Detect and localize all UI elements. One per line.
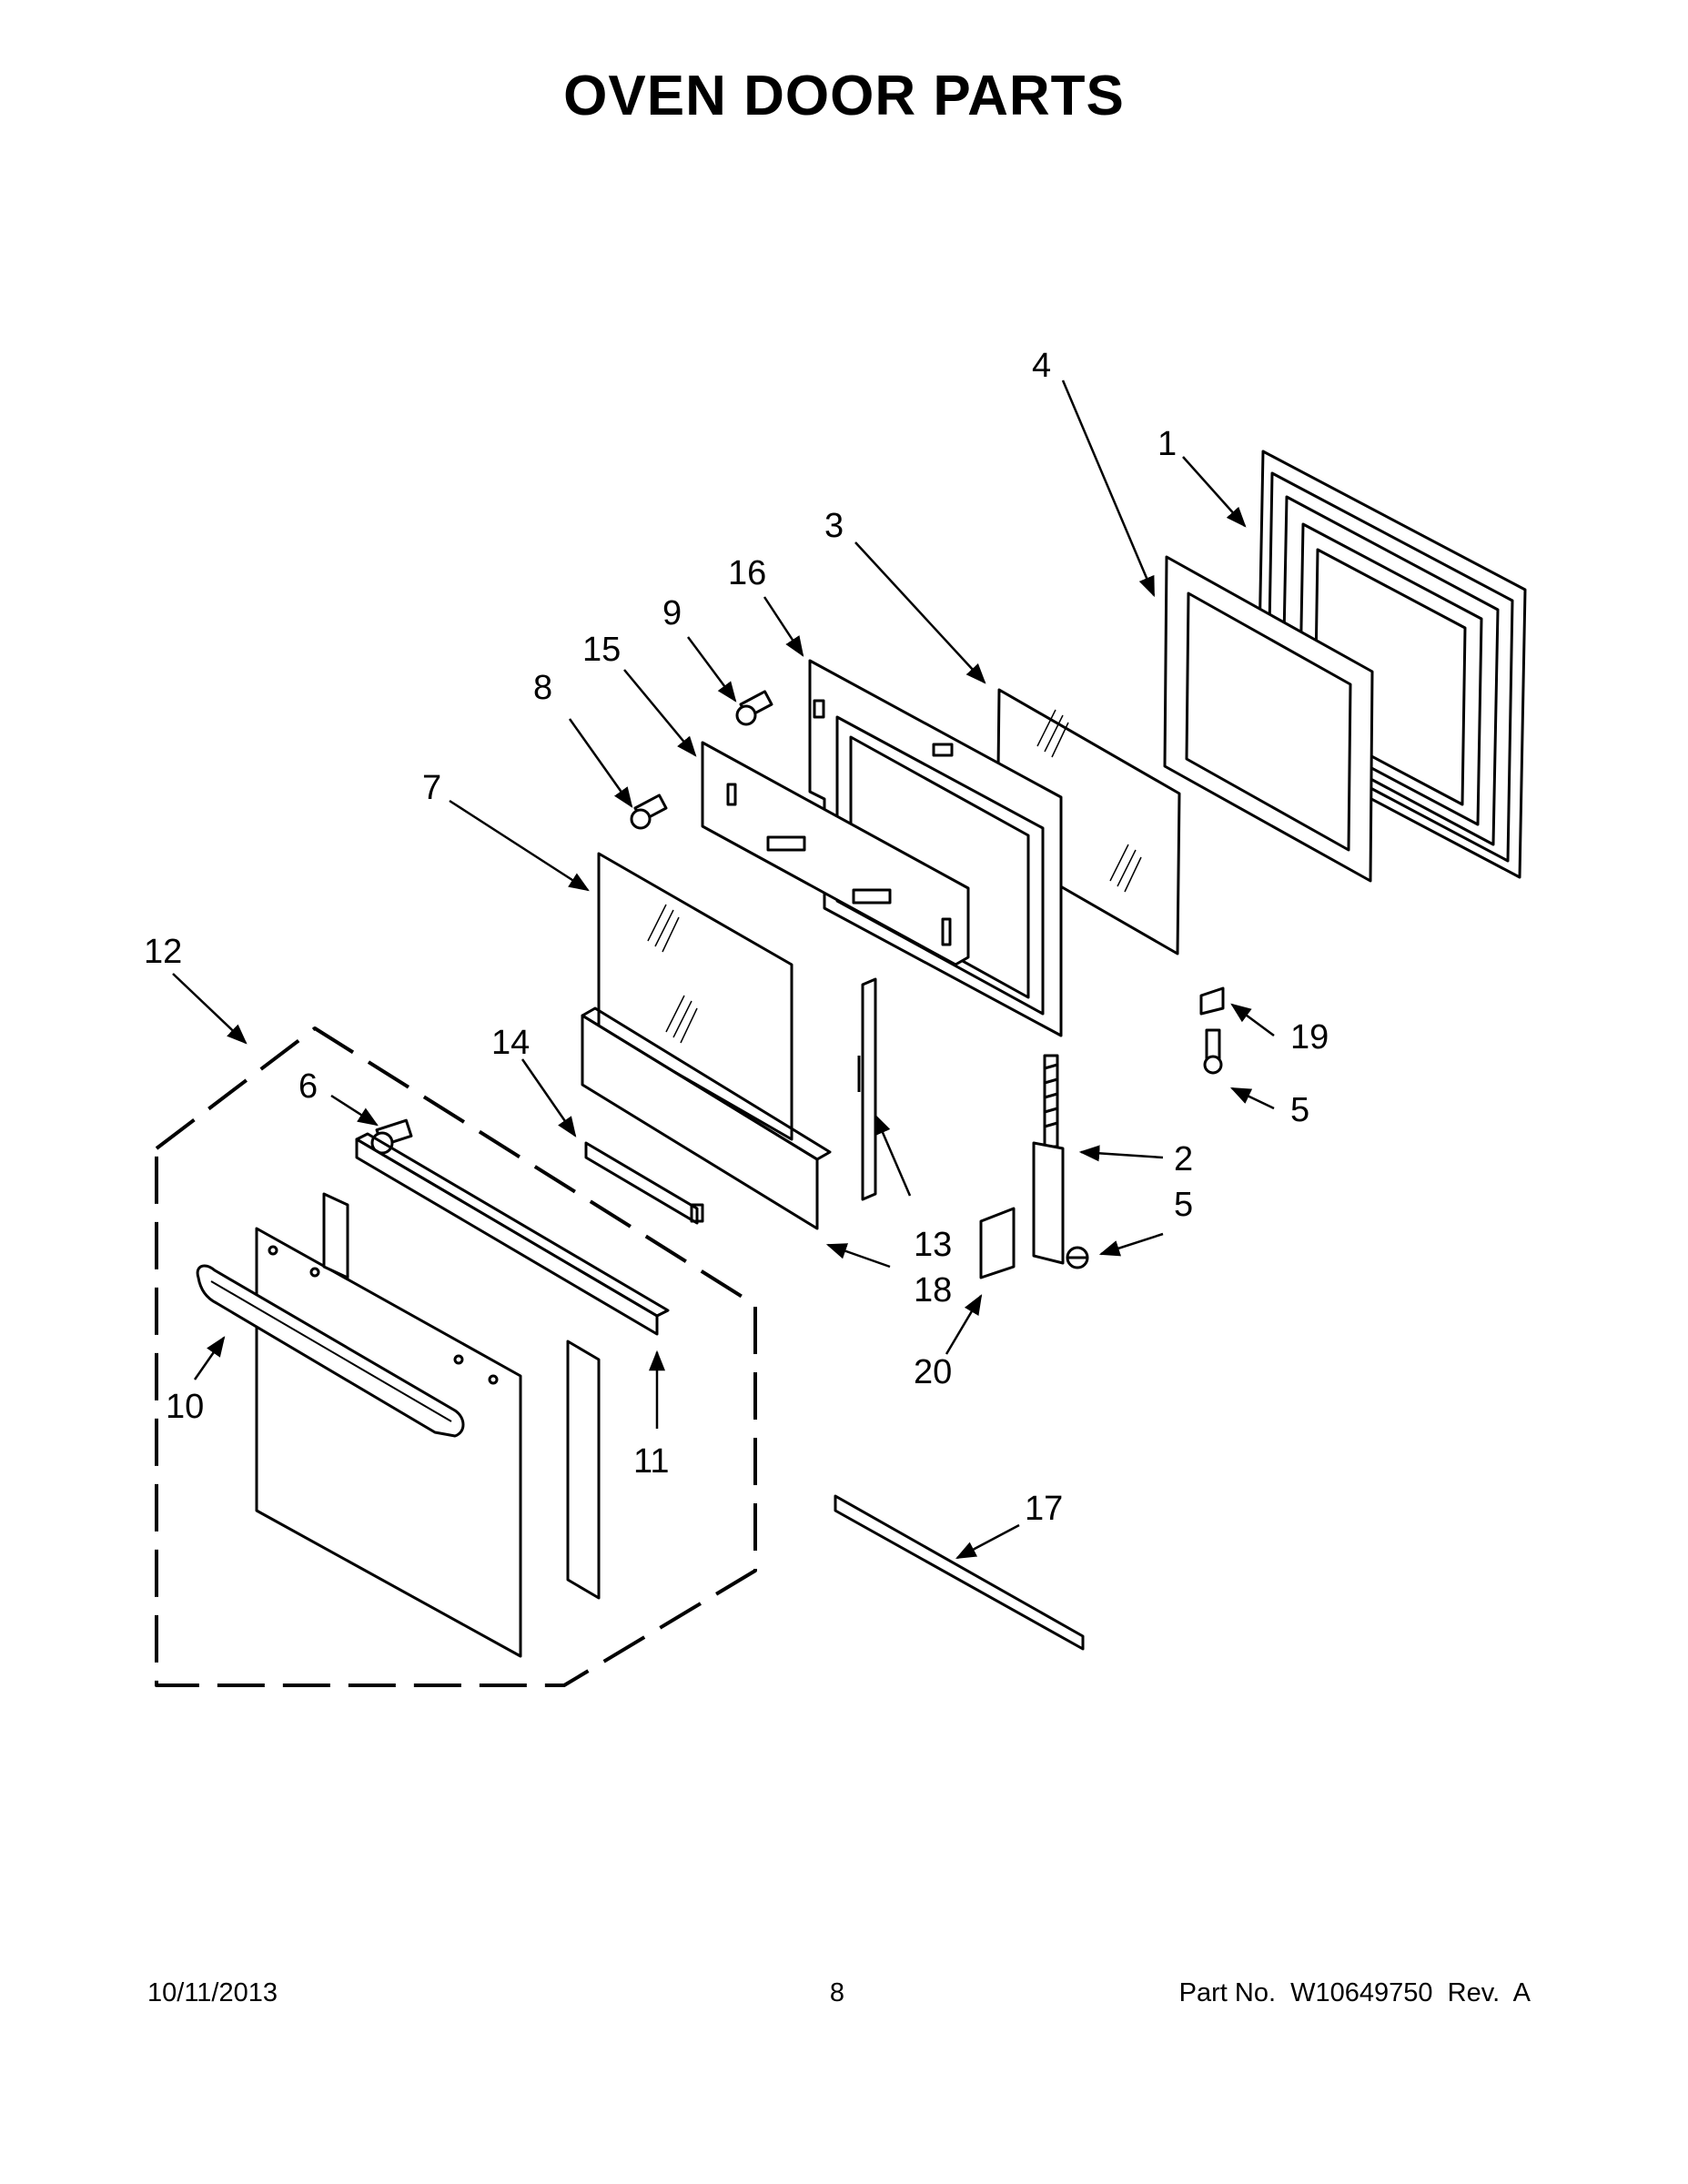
leader-16 bbox=[763, 596, 804, 657]
part-8-screw bbox=[630, 794, 668, 830]
part-10-handle bbox=[196, 1264, 465, 1438]
leader-14 bbox=[521, 1058, 577, 1138]
leader-12 bbox=[172, 973, 248, 1045]
side-trim-right bbox=[566, 1340, 601, 1600]
callout-3: 3 bbox=[824, 507, 844, 545]
side-trim-left bbox=[322, 1192, 349, 1279]
leader-6 bbox=[330, 1094, 379, 1127]
callout-13: 13 bbox=[914, 1226, 952, 1264]
leader-18 bbox=[825, 1243, 891, 1269]
part-14-deflector bbox=[584, 1141, 704, 1225]
leader-15 bbox=[623, 669, 697, 757]
callout-11: 11 bbox=[633, 1442, 669, 1481]
callout-20: 20 bbox=[914, 1353, 952, 1391]
part-4-inner-frame bbox=[1163, 555, 1374, 883]
footer-date: 10/11/2013 bbox=[147, 1978, 278, 2007]
page-title: OVEN DOOR PARTS bbox=[563, 65, 1125, 127]
part-13-vertical-bracket bbox=[857, 977, 877, 1201]
leader-1 bbox=[1182, 456, 1247, 528]
leader-19 bbox=[1230, 1003, 1275, 1037]
callout-9: 9 bbox=[662, 594, 682, 632]
leader-17 bbox=[955, 1523, 1020, 1560]
part-19-clip bbox=[1199, 986, 1225, 1016]
callout-18: 18 bbox=[914, 1271, 952, 1309]
part-2-hinge bbox=[1032, 1054, 1065, 1265]
callout-19: 19 bbox=[1290, 1018, 1329, 1057]
part-5-screw-upper bbox=[1203, 1028, 1223, 1075]
part-5-screw-lower bbox=[1066, 1246, 1089, 1269]
callout-8: 8 bbox=[533, 669, 552, 707]
leader-13 bbox=[874, 1113, 912, 1197]
leader-8 bbox=[568, 718, 633, 808]
door-outer-panel bbox=[255, 1227, 522, 1658]
callout-6: 6 bbox=[298, 1067, 318, 1106]
part-7-glass bbox=[597, 852, 793, 1141]
leader-7 bbox=[449, 799, 590, 892]
part-15-bracket bbox=[701, 741, 970, 966]
callout-4: 4 bbox=[1032, 347, 1051, 385]
leader-5b bbox=[1098, 1232, 1164, 1257]
footer-page-number: 8 bbox=[829, 1978, 845, 2007]
part-11-trim-strip bbox=[355, 1132, 670, 1336]
leader-20 bbox=[945, 1294, 983, 1355]
callout-17: 17 bbox=[1025, 1490, 1063, 1528]
callout-7: 7 bbox=[422, 769, 441, 807]
leader-9 bbox=[686, 636, 737, 703]
callout-16: 16 bbox=[728, 554, 766, 592]
part-18-vent-channel bbox=[581, 1006, 832, 1230]
callout-14: 14 bbox=[491, 1024, 530, 1062]
callout-15: 15 bbox=[582, 631, 621, 669]
part-9-screw bbox=[735, 690, 773, 726]
callout-5a: 5 bbox=[1290, 1091, 1309, 1129]
leader-3 bbox=[854, 541, 986, 684]
part-17-gasket-strip bbox=[834, 1494, 1085, 1651]
callout-10: 10 bbox=[166, 1388, 204, 1426]
callout-5b: 5 bbox=[1174, 1186, 1193, 1224]
leader-5a bbox=[1229, 1087, 1275, 1110]
leader-10 bbox=[193, 1336, 226, 1380]
leader-2 bbox=[1078, 1145, 1164, 1162]
callout-2: 2 bbox=[1174, 1140, 1193, 1178]
leader-4 bbox=[1061, 379, 1156, 598]
part-12-door-assembly-outline bbox=[155, 1026, 757, 1687]
callout-1: 1 bbox=[1157, 425, 1177, 463]
callout-12: 12 bbox=[144, 933, 182, 971]
footer-part-number: Part No. W10649750 Rev. A bbox=[1178, 1978, 1531, 2007]
part-20-hinge-receiver bbox=[979, 1207, 1016, 1279]
